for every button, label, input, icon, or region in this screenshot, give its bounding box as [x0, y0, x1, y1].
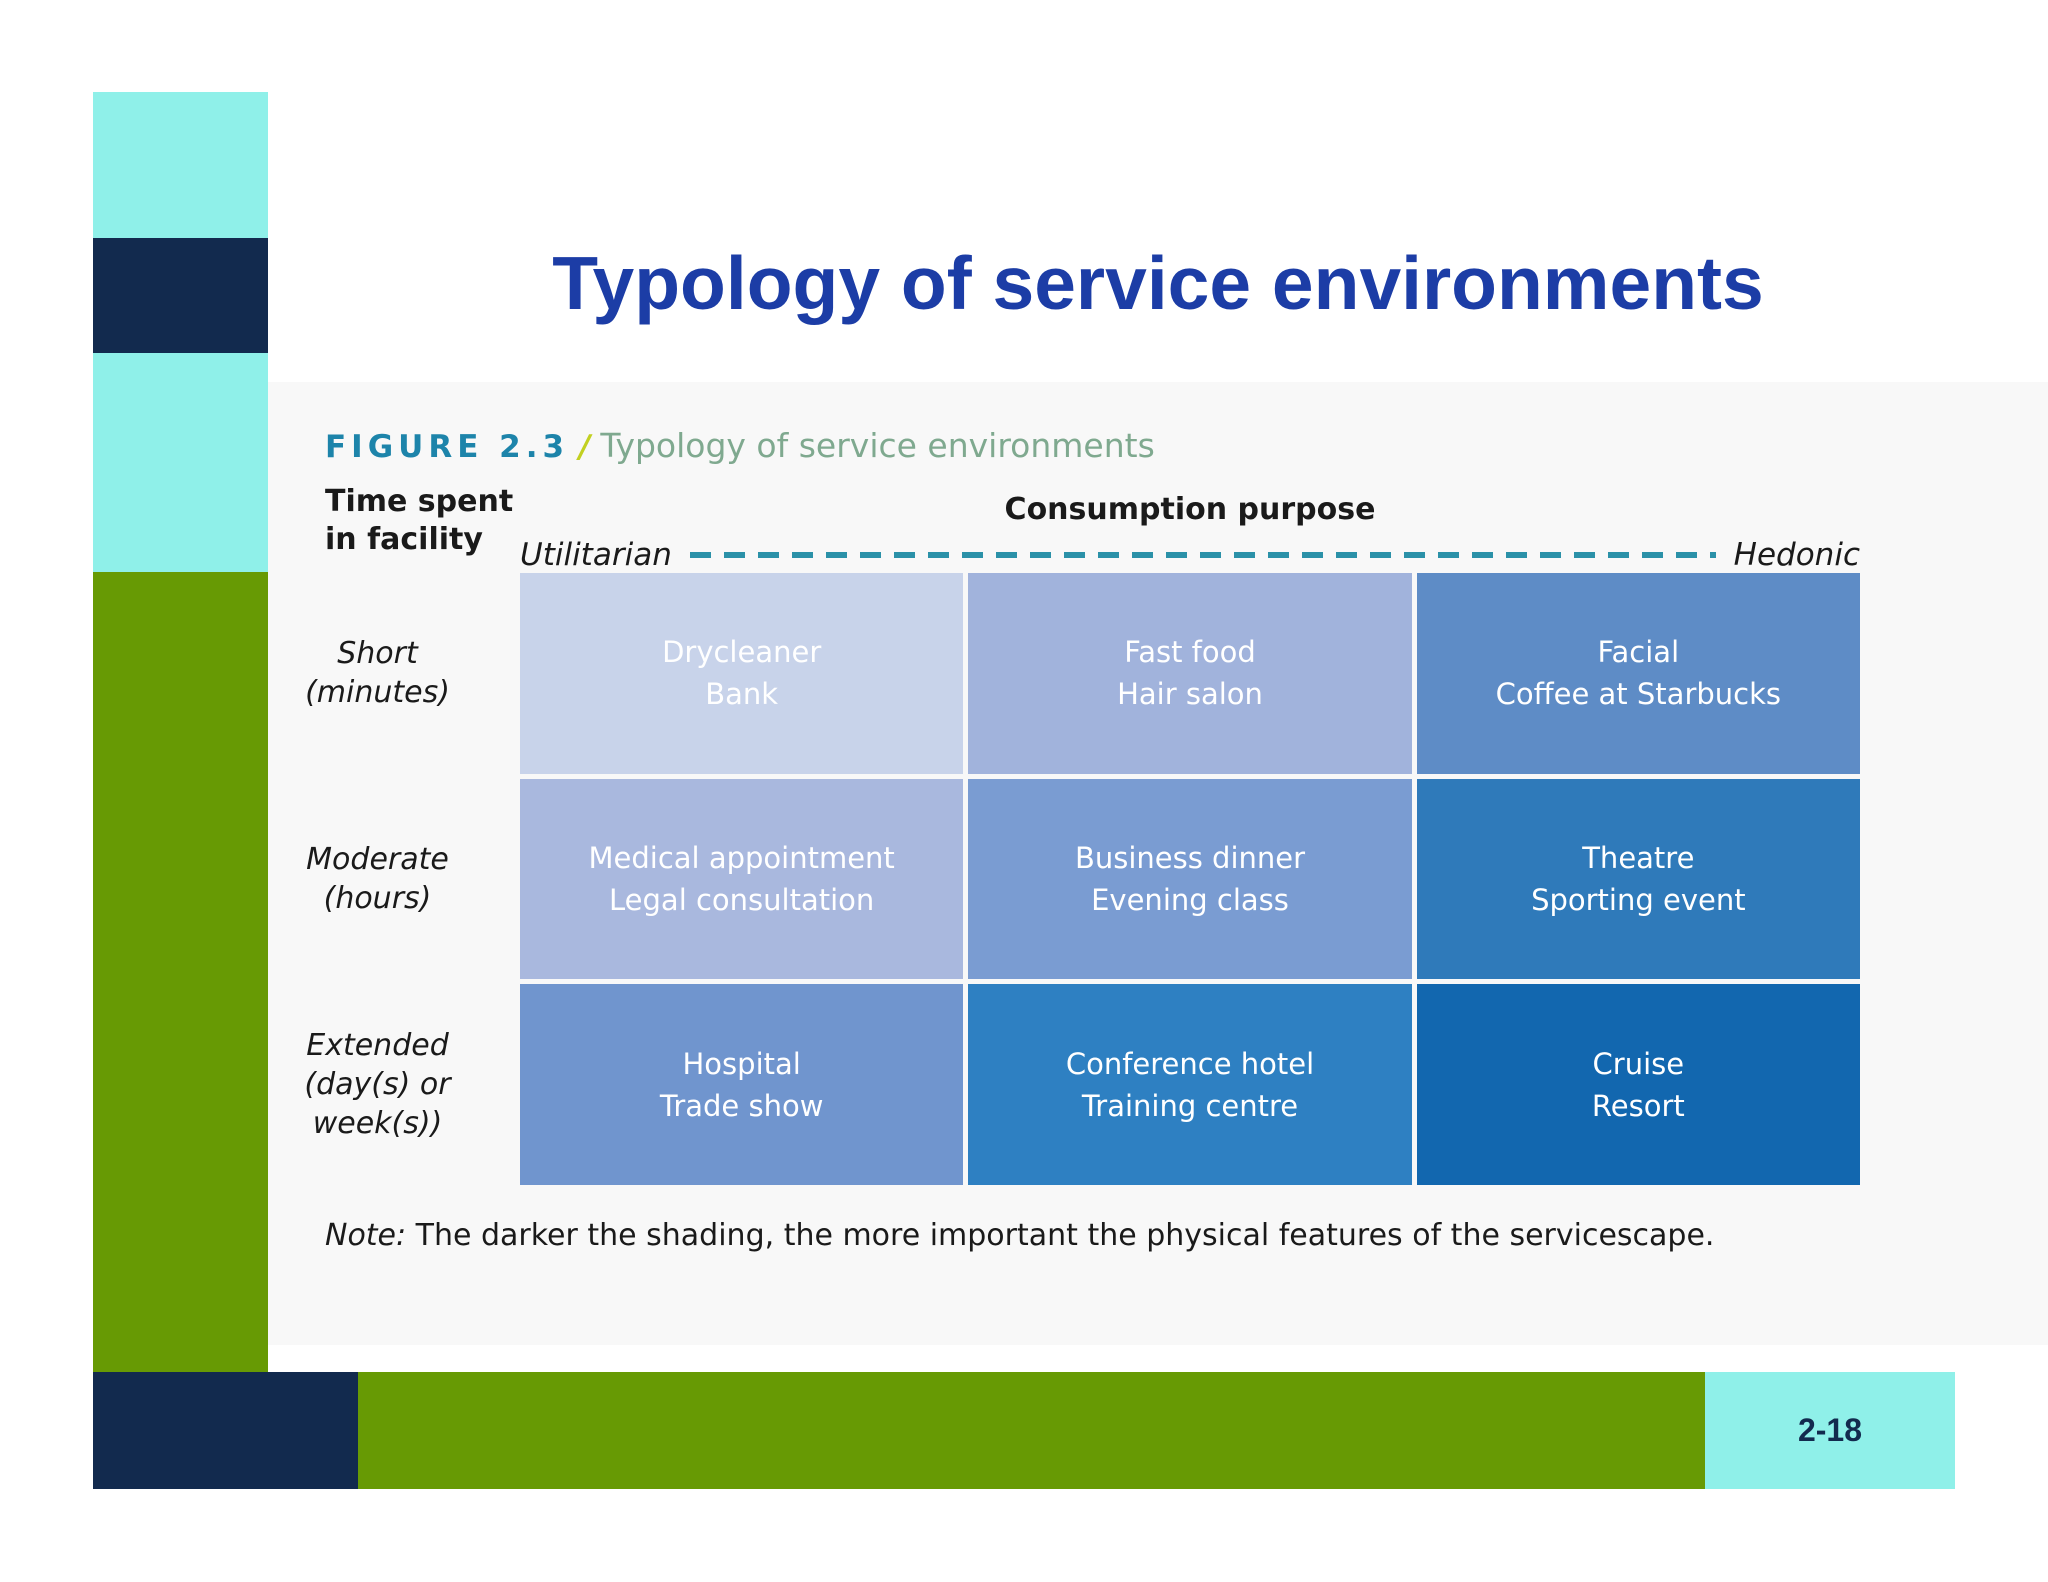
cell-line: Hospital	[682, 1046, 801, 1081]
cell-line: Trade show	[659, 1088, 824, 1123]
figure-label: FIGURE 2.3	[325, 429, 570, 465]
axis-dashed-line	[689, 552, 1716, 558]
cell-line: Hair salon	[1117, 677, 1263, 712]
cell-line: Fast food	[1124, 635, 1256, 670]
page-number: 2-18	[1797, 1412, 1863, 1448]
cell-line: Drycleaner	[662, 635, 822, 670]
figure-caption-line: FIGURE 2.3/Typology of service environme…	[325, 426, 1725, 465]
matrix-grid: Drycleaner Bank Fast food Hair salon Fac…	[520, 573, 1860, 1185]
row-label-line: (minutes)	[305, 675, 450, 711]
cell-line: Training centre	[1081, 1088, 1299, 1123]
bottom-bar-green	[358, 1372, 1705, 1489]
matrix-cell-moderate-middle: Business dinner Evening class	[968, 778, 1412, 980]
cell-line: Cruise	[1592, 1046, 1685, 1081]
row-label-line: (hours)	[323, 880, 432, 916]
row-label-line: Short	[337, 636, 418, 672]
left-accent-green-column	[93, 572, 268, 1372]
cell-line: Conference hotel	[1065, 1046, 1315, 1081]
matrix-cell-extended-utilitarian: Hospital Trade show	[520, 984, 964, 1185]
matrix-cell-short-utilitarian: Drycleaner Bank	[520, 573, 964, 774]
row-axis-title-line1: Time spent	[325, 484, 514, 519]
figure-note-prefix: Note:	[325, 1218, 407, 1253]
row-label-extended: Extended (day(s) or week(s))	[240, 984, 515, 1185]
matrix-cell-extended-hedonic: Cruise Resort	[1416, 984, 1860, 1185]
row-axis-title-line2: in facility	[325, 521, 483, 557]
matrix-cell-short-middle: Fast food Hair salon	[968, 573, 1412, 774]
cell-line: Sporting event	[1531, 882, 1746, 917]
cell-line: Evening class	[1091, 882, 1289, 917]
cell-line: Business dinner	[1074, 840, 1306, 875]
axis-hedonic-label: Hedonic	[1733, 537, 1860, 573]
matrix-cell-moderate-hedonic: Theatre Sporting event	[1416, 778, 1860, 980]
slide-title: Typology of service environments	[552, 241, 1764, 325]
row-label-line: Extended	[306, 1028, 449, 1064]
matrix-row-labels: Short (minutes) Moderate (hours) Extende…	[240, 573, 515, 1185]
cell-line: Legal consultation	[609, 882, 875, 917]
row-label-line: week(s))	[312, 1106, 443, 1142]
figure-note: Note: The darker the shading, the more i…	[325, 1218, 1885, 1253]
page-number-box: 2-18	[1705, 1372, 1955, 1489]
cell-line: Bank	[705, 677, 779, 712]
row-label-line: Moderate	[306, 841, 449, 877]
left-accent-cyan-mid	[93, 353, 268, 572]
matrix-cell-extended-middle: Conference hotel Training centre	[968, 984, 1412, 1185]
col-axis-title: Consumption purpose	[1004, 492, 1376, 527]
cell-line: Coffee at Starbucks	[1495, 677, 1781, 712]
figure-note-text: The darker the shading, the more importa…	[406, 1218, 1715, 1253]
cell-line: Theatre	[1582, 840, 1695, 875]
cell-line: Resort	[1591, 1088, 1685, 1123]
cell-line: Medical appointment	[588, 840, 895, 875]
bottom-bar-navy-block	[93, 1372, 358, 1489]
matrix-cell-moderate-utilitarian: Medical appointment Legal consultation	[520, 778, 964, 980]
figure-caption-text: Typology of service environments	[600, 426, 1155, 465]
row-label-moderate: Moderate (hours)	[240, 779, 515, 980]
axis-row: Utilitarian Hedonic	[520, 534, 1860, 576]
row-label-short: Short (minutes)	[240, 573, 515, 774]
row-axis-title: Time spent in facility	[325, 483, 585, 558]
figure-label-slash: /	[579, 429, 591, 465]
matrix-cell-short-hedonic: Facial Coffee at Starbucks	[1416, 573, 1860, 774]
cell-line: Facial	[1597, 635, 1680, 670]
left-accent-cyan-top	[93, 92, 268, 238]
axis-utilitarian-label: Utilitarian	[520, 537, 672, 573]
left-accent-navy	[93, 238, 268, 353]
row-label-line: (day(s) or	[304, 1067, 451, 1103]
